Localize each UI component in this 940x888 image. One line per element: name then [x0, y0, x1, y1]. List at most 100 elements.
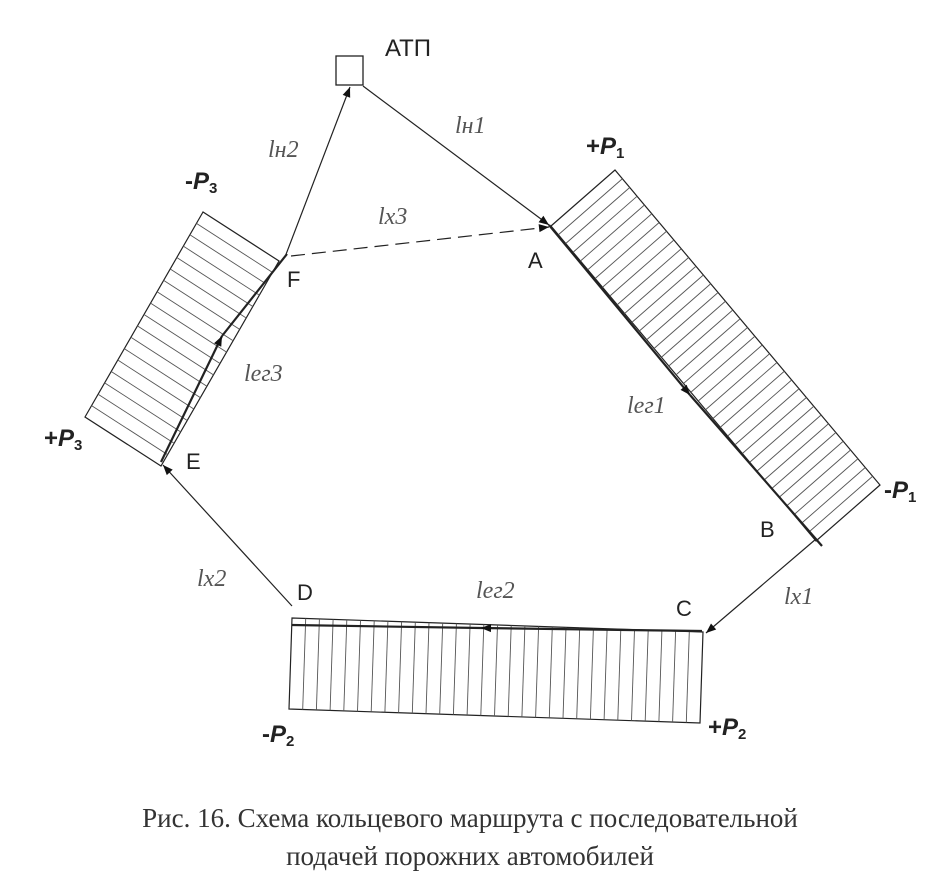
zone-p1-hatch-line	[631, 265, 697, 323]
zone-p2-hatched	[288, 617, 704, 724]
zone-p1-hatch-line	[675, 318, 741, 376]
zone-p1-hatch-line	[602, 230, 667, 288]
zone-p3-hatch-line	[163, 279, 240, 330]
zone-p1-hatch-line	[778, 440, 844, 498]
zone-p1-hatch-line	[558, 178, 623, 236]
zone-p2-hatch-line	[411, 622, 416, 714]
segment-lx1-label: lx1	[784, 584, 813, 610]
plus-p1-label: +P1	[586, 133, 624, 162]
zone-p3-hatch-line	[124, 348, 201, 399]
zone-p1-hatch-line	[580, 204, 645, 262]
route-leg3-arrow	[160, 335, 223, 463]
route-leg2-arrow	[480, 624, 703, 633]
minus-p2-label: -P2	[262, 721, 294, 750]
zone-p3-hatch-line	[176, 257, 254, 307]
zone-p2-hatch-line	[644, 630, 649, 722]
route-diagram: АТП A B C D E F lн1 lн2 lx3 lег3 lег1 lx…	[44, 35, 916, 750]
zone-p2-hatch-line	[398, 621, 403, 713]
zone-p1-hatch-line	[646, 283, 711, 341]
zone-p2-hatch-line	[521, 625, 526, 717]
zone-p1-hatch-line	[639, 274, 704, 332]
zone-p2-hatch-line	[562, 627, 567, 719]
route-lx1	[705, 538, 817, 634]
zone-p1-hatch-line	[764, 423, 829, 481]
route-leg3	[221, 253, 288, 337]
zone-p3-hatch-line	[117, 359, 195, 410]
zone-p3-hatch-line	[104, 382, 181, 433]
zone-p1-hatch-line	[749, 405, 815, 463]
zone-p2-hatch-line	[452, 623, 457, 715]
zone-p2-hatch-line	[439, 623, 444, 715]
zone-p1-hatch-line	[690, 335, 756, 393]
minus-p1-label: -P1	[884, 477, 916, 506]
point-a-label: A	[528, 248, 543, 273]
zone-p3-hatch-line	[156, 291, 234, 342]
zone-p3-hatch-line	[169, 268, 247, 319]
zone-p2-hatch-line	[315, 618, 320, 710]
route-lx2	[162, 464, 293, 607]
zone-p2-hatch-line	[302, 618, 307, 710]
zone-p3-hatch-line	[150, 302, 227, 353]
zone-p2-hatch-line	[329, 619, 334, 711]
point-b-label: B	[760, 517, 775, 542]
point-d-label: D	[297, 580, 313, 605]
route-leg2	[291, 623, 482, 630]
zone-p3-hatch-line	[143, 314, 221, 364]
zone-p2-hatch-line	[370, 620, 375, 712]
zone-p2-hatch-line	[480, 624, 485, 716]
zone-p1-hatch-line	[800, 467, 866, 524]
zone-p2-hatch-line	[384, 621, 389, 713]
zone-p1-hatch-line	[771, 432, 837, 489]
point-e-label: E	[186, 449, 201, 474]
segment-leg3-label: lег3	[244, 361, 283, 387]
zone-p1-hatched	[550, 169, 881, 542]
zone-p2-hatch-line	[672, 631, 677, 723]
zone-p2-hatch-line	[535, 626, 540, 718]
zone-p2-hatch-line	[548, 626, 553, 718]
zone-p2-hatch-line	[357, 620, 361, 712]
zone-p1-hatch-line	[756, 414, 822, 472]
zone-p1-hatch-line	[727, 379, 792, 437]
zone-p1-hatch-line	[624, 257, 689, 314]
depot-label: АТП	[385, 35, 431, 62]
zone-p1-hatch-line	[594, 222, 660, 279]
zone-p1-hatch-line	[661, 300, 726, 358]
segment-lx3-label: lx3	[378, 204, 407, 230]
zone-p1-hatch-line	[587, 213, 653, 271]
zone-p3-hatched	[84, 211, 280, 467]
plus-p2-label: +P2	[708, 714, 746, 743]
route-leg1	[689, 394, 823, 547]
zone-p3-hatch-line	[97, 393, 175, 444]
zone-p1-hatch-line	[712, 362, 778, 419]
segment-leg1-label: lег1	[627, 393, 666, 419]
figure-caption-line-1: Рис. 16. Схема кольцевого маршрута с пос…	[142, 803, 798, 833]
zone-p1-hatch-line	[697, 344, 763, 402]
zone-p2-hatch-line	[425, 622, 430, 714]
zone-p1-hatch-line	[720, 370, 785, 428]
zone-p2-hatch-line	[494, 624, 498, 717]
route-ln2	[284, 86, 351, 258]
zone-p1-hatch-line	[653, 292, 719, 349]
zone-p3-hatch-line	[91, 405, 168, 455]
zone-p2-hatch-line	[617, 629, 622, 721]
segment-ln1-label: lн1	[455, 113, 486, 139]
zone-p2-hatch-line	[685, 631, 690, 723]
zone-p1-hatch-line	[742, 397, 807, 454]
zone-p2-hatch-line	[343, 619, 348, 711]
zone-p1-hatch-line	[616, 248, 682, 306]
zone-p3-hatch-line	[196, 223, 273, 273]
minus-p3-label: -P3	[185, 168, 217, 197]
zone-p3-hatch-line	[130, 336, 208, 387]
zone-p1-hatch-line	[793, 458, 859, 516]
route-ln1	[362, 85, 550, 226]
zone-p1-hatch-line	[565, 187, 631, 244]
plus-p3-label: +P3	[44, 425, 82, 454]
zone-p1-hatch-line	[808, 475, 873, 533]
route-lx3	[290, 224, 550, 257]
zone-p2-hatch-line	[631, 629, 635, 721]
zone-p1-hatch-line	[705, 353, 770, 411]
zone-p1-hatch-line	[734, 388, 800, 446]
zone-p1-hatch-line	[572, 195, 638, 253]
route-leg1-arrow	[548, 224, 691, 396]
zone-p2-hatch-line	[589, 628, 594, 720]
